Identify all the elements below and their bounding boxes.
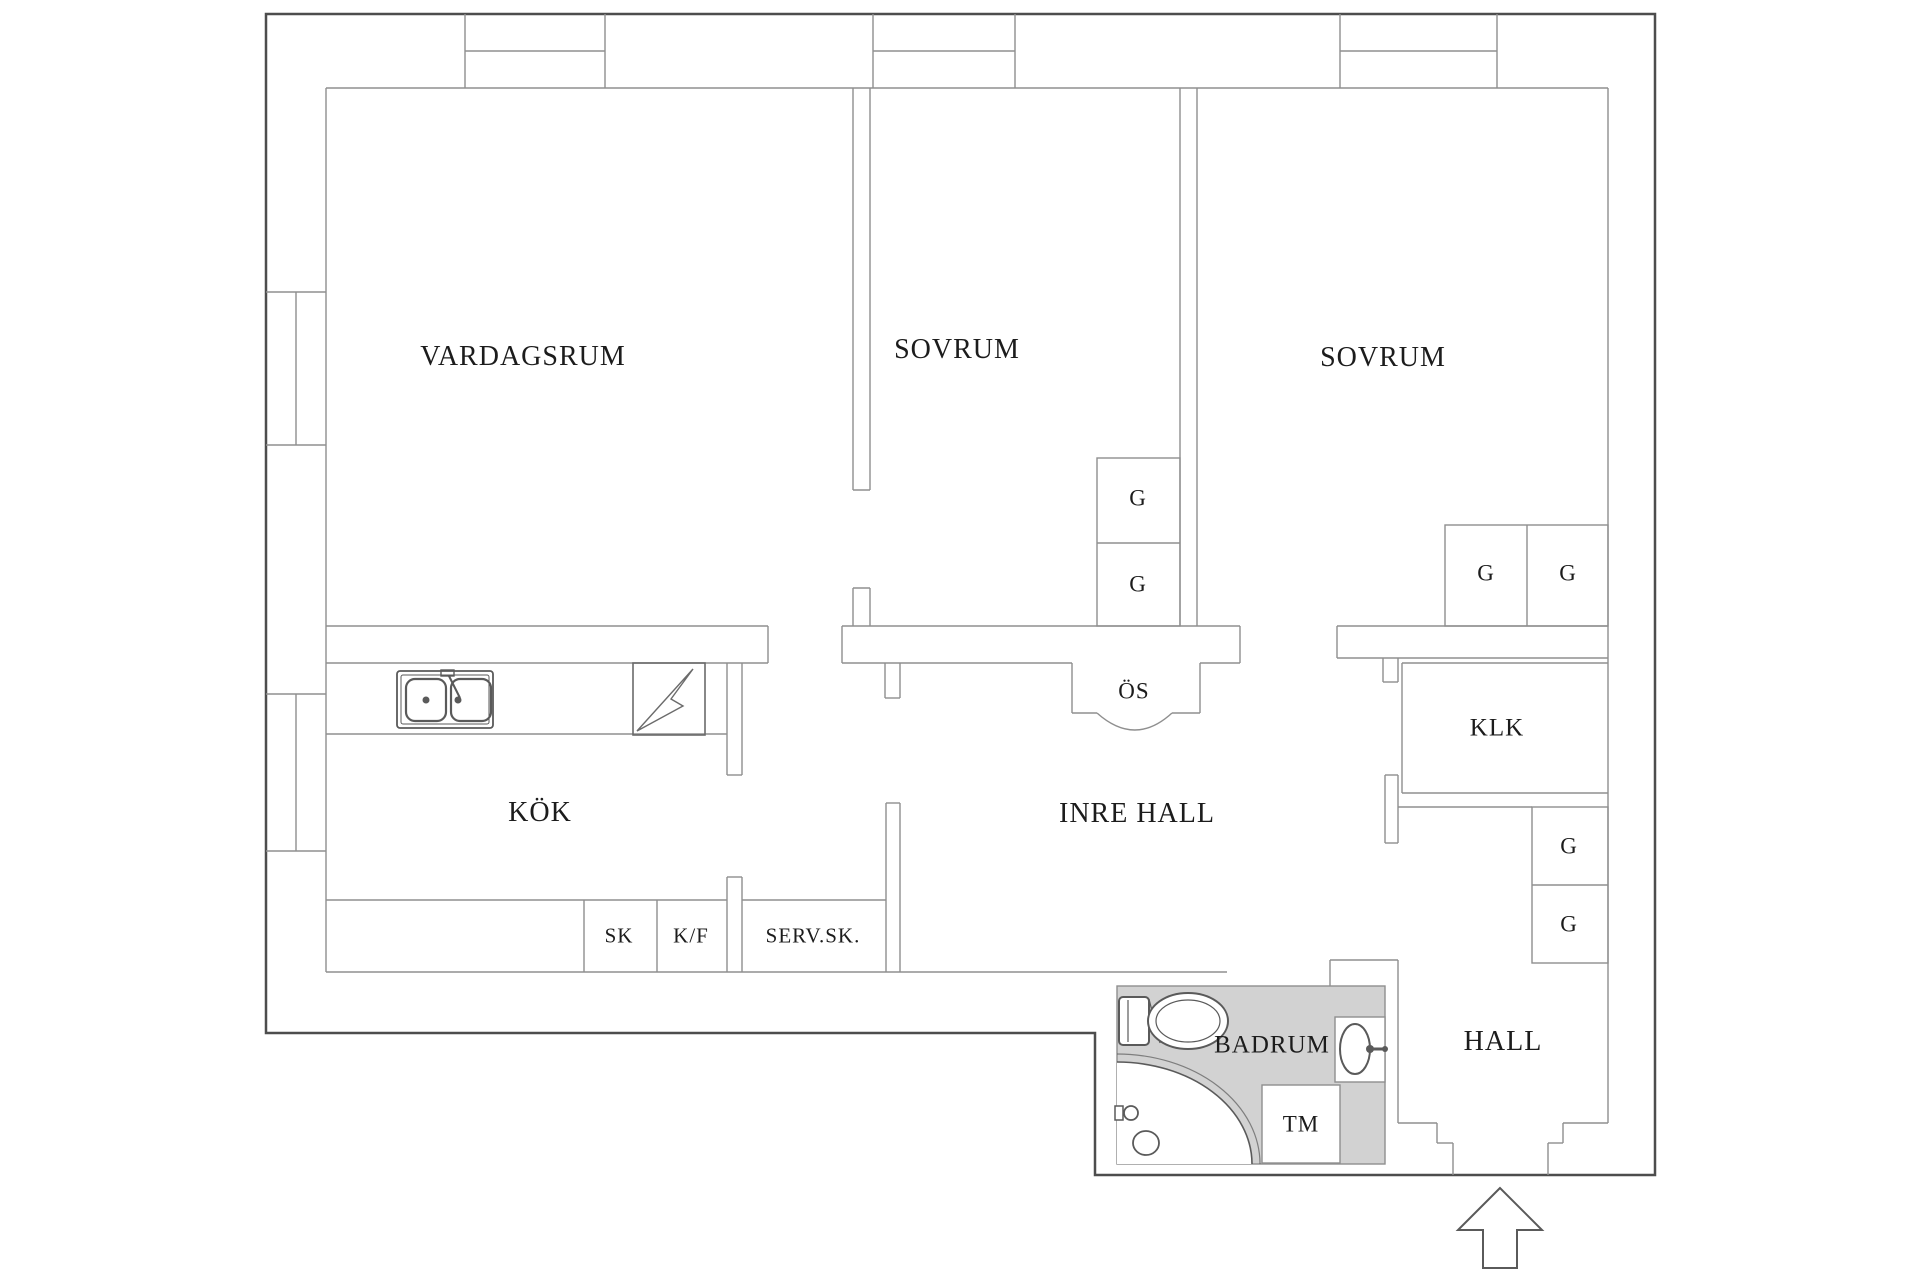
washbasin-icon <box>1334 1016 1388 1083</box>
washing-machine-box <box>1261 1084 1341 1164</box>
broom-closet-label: SK <box>604 923 634 948</box>
wardrobe-boxes <box>1096 457 1609 964</box>
outer-walls <box>264 12 1657 1177</box>
windows <box>266 14 1498 852</box>
wardrobe-label: G <box>1129 485 1147 511</box>
washing-machine-label: TM <box>1282 1111 1320 1137</box>
wardrobe-label: G <box>1560 911 1578 937</box>
entrance-arrow-icon <box>1455 1186 1545 1269</box>
fridge-freezer-label: K/F <box>673 923 709 948</box>
room-label-vardagsrum: VARDAGSRUM <box>420 341 626 372</box>
fireplace-label: ÖS <box>1118 678 1150 704</box>
inner-walls <box>325 87 1609 1175</box>
room-label-klk: KLK <box>1469 714 1525 742</box>
serving-closet-label: SERV.SK. <box>765 923 861 948</box>
wardrobe-label: G <box>1129 571 1147 597</box>
stove-icon <box>632 662 706 736</box>
room-label-hall: HALL <box>1463 1026 1543 1057</box>
fireplace-icon <box>1071 663 1201 731</box>
wardrobe-label: G <box>1477 560 1495 586</box>
room-label-kok: KÖK <box>508 797 572 828</box>
kitchen-sink-icon <box>396 669 494 729</box>
room-label-inre-hall: INRE HALL <box>1059 798 1215 829</box>
room-label-badrum: BADRUM <box>1214 1031 1330 1059</box>
shower-icon <box>1114 1053 1261 1165</box>
room-label-sovrum-1: SOVRUM <box>894 334 1020 365</box>
wardrobe-label: G <box>1560 833 1578 859</box>
bathroom-area <box>1114 985 1388 1165</box>
wardrobe-label: G <box>1559 560 1577 586</box>
room-label-sovrum-2: SOVRUM <box>1320 342 1446 373</box>
toilet-icon <box>1118 992 1229 1050</box>
